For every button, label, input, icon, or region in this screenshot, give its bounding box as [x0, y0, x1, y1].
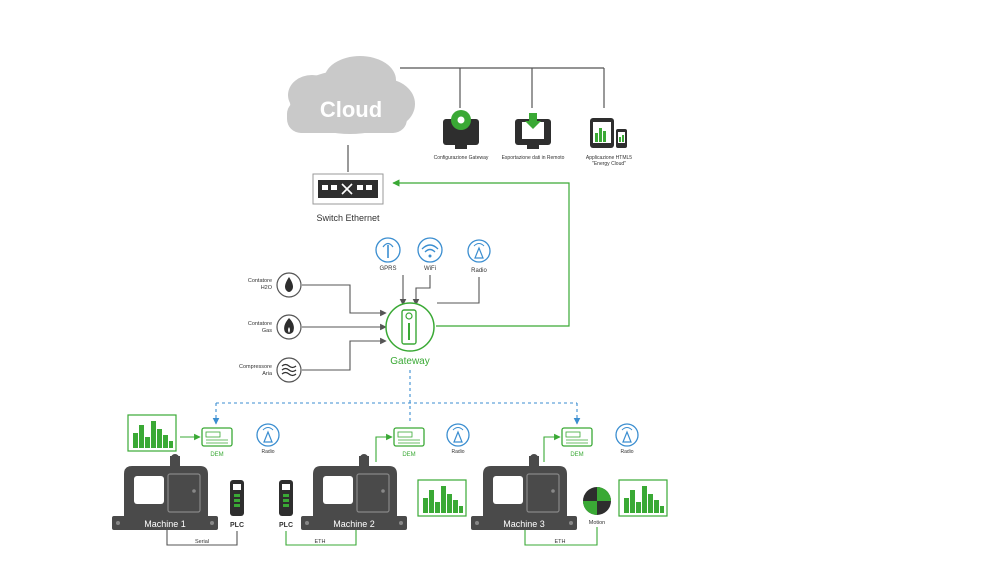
dem-device-1: [201, 427, 233, 447]
energy-chart-icon-2: [417, 479, 467, 517]
radio-icon-dem-1: [256, 423, 280, 447]
client-label-esportazione: Esportazione dati in Remoto: [502, 155, 565, 161]
energy-chart-icon-1: [127, 414, 177, 452]
plc-label-1: PLC: [230, 522, 244, 529]
dem-label-3: DEM: [570, 452, 583, 458]
field-links: [166, 527, 598, 546]
cloud-shape: [287, 56, 415, 134]
monitor-download-icon: [515, 113, 551, 149]
meter-h2o-line2: H2O: [261, 285, 273, 291]
gateway-switch-link: [392, 179, 570, 327]
cloud-client-lines: [347, 67, 605, 172]
meter-gas-line2: Gas: [262, 328, 272, 334]
monitor-settings-icon: [443, 110, 479, 149]
switch-ethernet-icon: [312, 173, 384, 205]
energy-chart-icon-3: [618, 479, 668, 517]
motion-icon: [583, 487, 611, 515]
dem-label-2: DEM: [402, 452, 415, 458]
radio-icon-dem-2: [446, 423, 470, 447]
water-drop-icon: [276, 272, 302, 298]
radio-tower-icon: [467, 239, 491, 263]
link-label-serial: Serial: [195, 539, 209, 545]
gateway-label: Gateway: [390, 356, 429, 367]
radio-icon-dem-3: [615, 423, 639, 447]
client-label-energy-cloud: "Energy Cloud": [592, 161, 626, 167]
wifi-icon: [417, 237, 443, 263]
wifi-label: WiFi: [424, 266, 436, 272]
dem-label-1: DEM: [210, 452, 223, 458]
machine-2-label: Machine 2: [333, 519, 375, 529]
meter-gas-line1: Contatore: [248, 321, 272, 327]
gprs-antenna-icon: [375, 237, 401, 263]
radio-label-dem-1: Radio: [261, 449, 274, 455]
gateway-icon: [385, 302, 435, 352]
dem-device-3: [561, 427, 593, 447]
radio-label-gateway: Radio: [471, 268, 487, 274]
gas-flame-icon: [276, 314, 302, 340]
machine-3-label: Machine 3: [503, 519, 545, 529]
radio-label-dem-2: Radio: [451, 449, 464, 455]
machine-1-label: Machine 1: [144, 519, 186, 529]
radio-label-dem-3: Radio: [620, 449, 633, 455]
dem-distribution-links: [212, 370, 581, 425]
wireless-links: [399, 275, 480, 306]
gprs-label: GPRS: [379, 266, 396, 272]
air-waves-icon: [276, 357, 302, 383]
meter-aria-line2: Aria: [262, 371, 273, 377]
dem-machine-links: [180, 433, 561, 462]
meter-aria-line1: Compressore: [239, 364, 272, 370]
switch-label: Switch Ethernet: [316, 213, 380, 223]
tablet-phone-icon: [590, 118, 627, 148]
client-label-configurazione: Configurazione Gateway: [434, 155, 489, 161]
meter-h2o-line1: Contatore: [248, 278, 272, 284]
plc-icon-2: [279, 480, 293, 516]
motion-label: Motion: [589, 520, 606, 526]
cloud-label: Cloud: [320, 97, 382, 122]
meter-links: [302, 284, 387, 371]
plc-label-2: PLC: [279, 522, 293, 529]
client-label-html5: Applicazione HTML5: [586, 155, 632, 161]
dem-device-2: [393, 427, 425, 447]
link-label-eth-2: ETH: [555, 539, 566, 545]
plc-icon-1: [230, 480, 244, 516]
link-label-eth-1: ETH: [315, 539, 326, 545]
